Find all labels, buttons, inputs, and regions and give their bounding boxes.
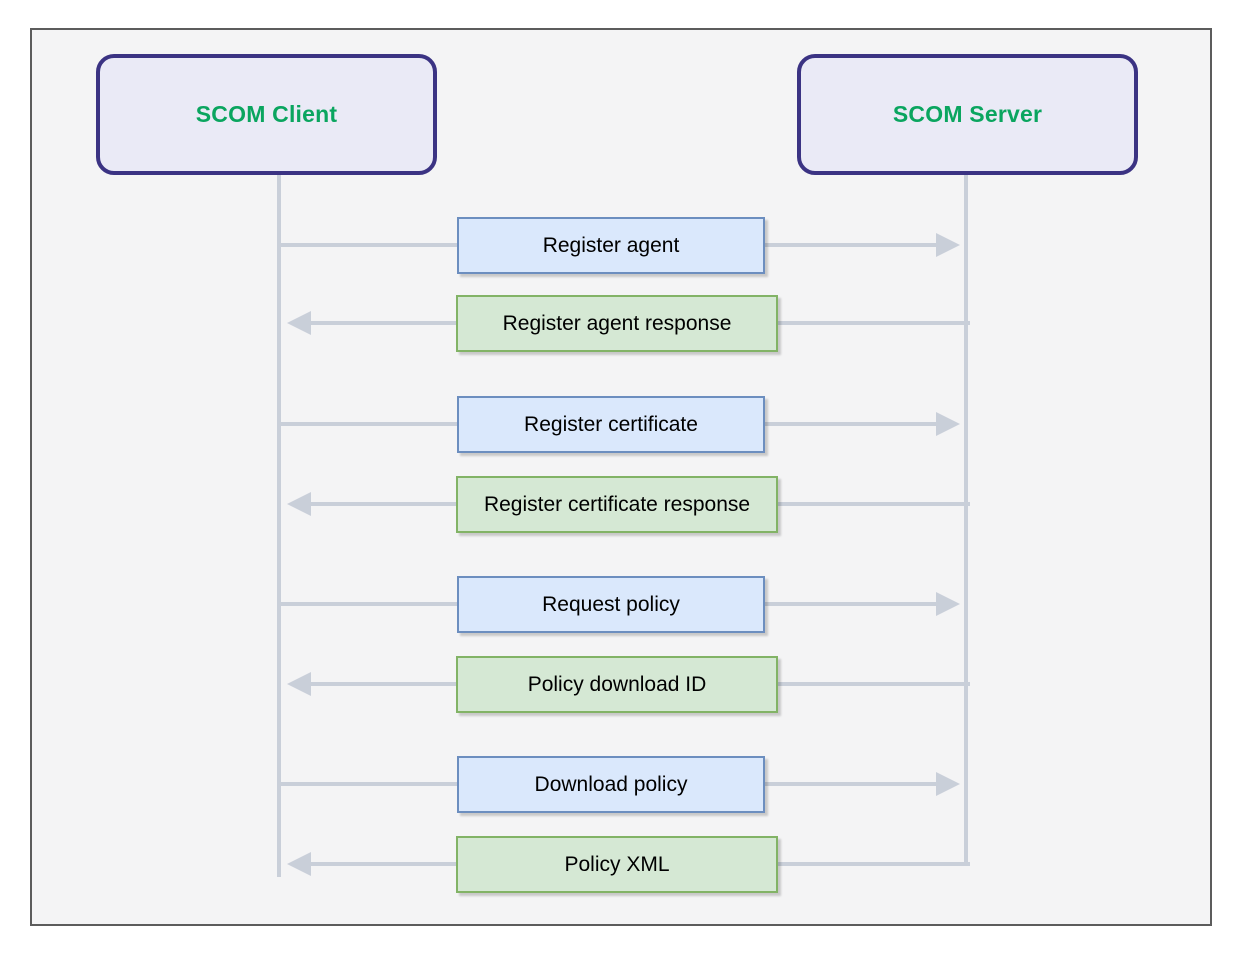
message-box-request: Download policy: [457, 756, 765, 813]
arrowhead-right-icon: [936, 412, 960, 436]
message-box-response: Policy XML: [456, 836, 778, 893]
message-box-request: Register certificate: [457, 396, 765, 453]
message-label: Download policy: [534, 772, 688, 796]
message-box-response: Register certificate response: [456, 476, 778, 533]
message-label: Request policy: [542, 592, 680, 616]
message-label: Register certificate response: [483, 492, 751, 516]
arrowhead-right-icon: [936, 233, 960, 257]
message-box-response: Register agent response: [456, 295, 778, 352]
actor-scom-client: SCOM Client: [96, 54, 437, 175]
lifeline-scom-client: [277, 175, 281, 877]
message-label: Register certificate: [524, 412, 698, 436]
message-label: Register agent: [542, 233, 680, 257]
arrowhead-left-icon: [287, 672, 311, 696]
actor-scom-client-label: SCOM Client: [195, 101, 338, 127]
message-label: Register agent response: [502, 311, 732, 335]
message-label: Policy XML: [564, 852, 670, 876]
arrowhead-left-icon: [287, 492, 311, 516]
message-box-request: Register agent: [457, 217, 765, 274]
message-box-request: Request policy: [457, 576, 765, 633]
arrowhead-left-icon: [287, 852, 311, 876]
actor-scom-server-label: SCOM Server: [892, 101, 1043, 127]
message-box-response: Policy download ID: [456, 656, 778, 713]
arrowhead-right-icon: [936, 772, 960, 796]
message-label: Policy download ID: [527, 672, 707, 696]
arrowhead-left-icon: [287, 311, 311, 335]
arrowhead-right-icon: [936, 592, 960, 616]
actor-scom-server: SCOM Server: [797, 54, 1138, 175]
lifeline-scom-server: [964, 175, 968, 866]
